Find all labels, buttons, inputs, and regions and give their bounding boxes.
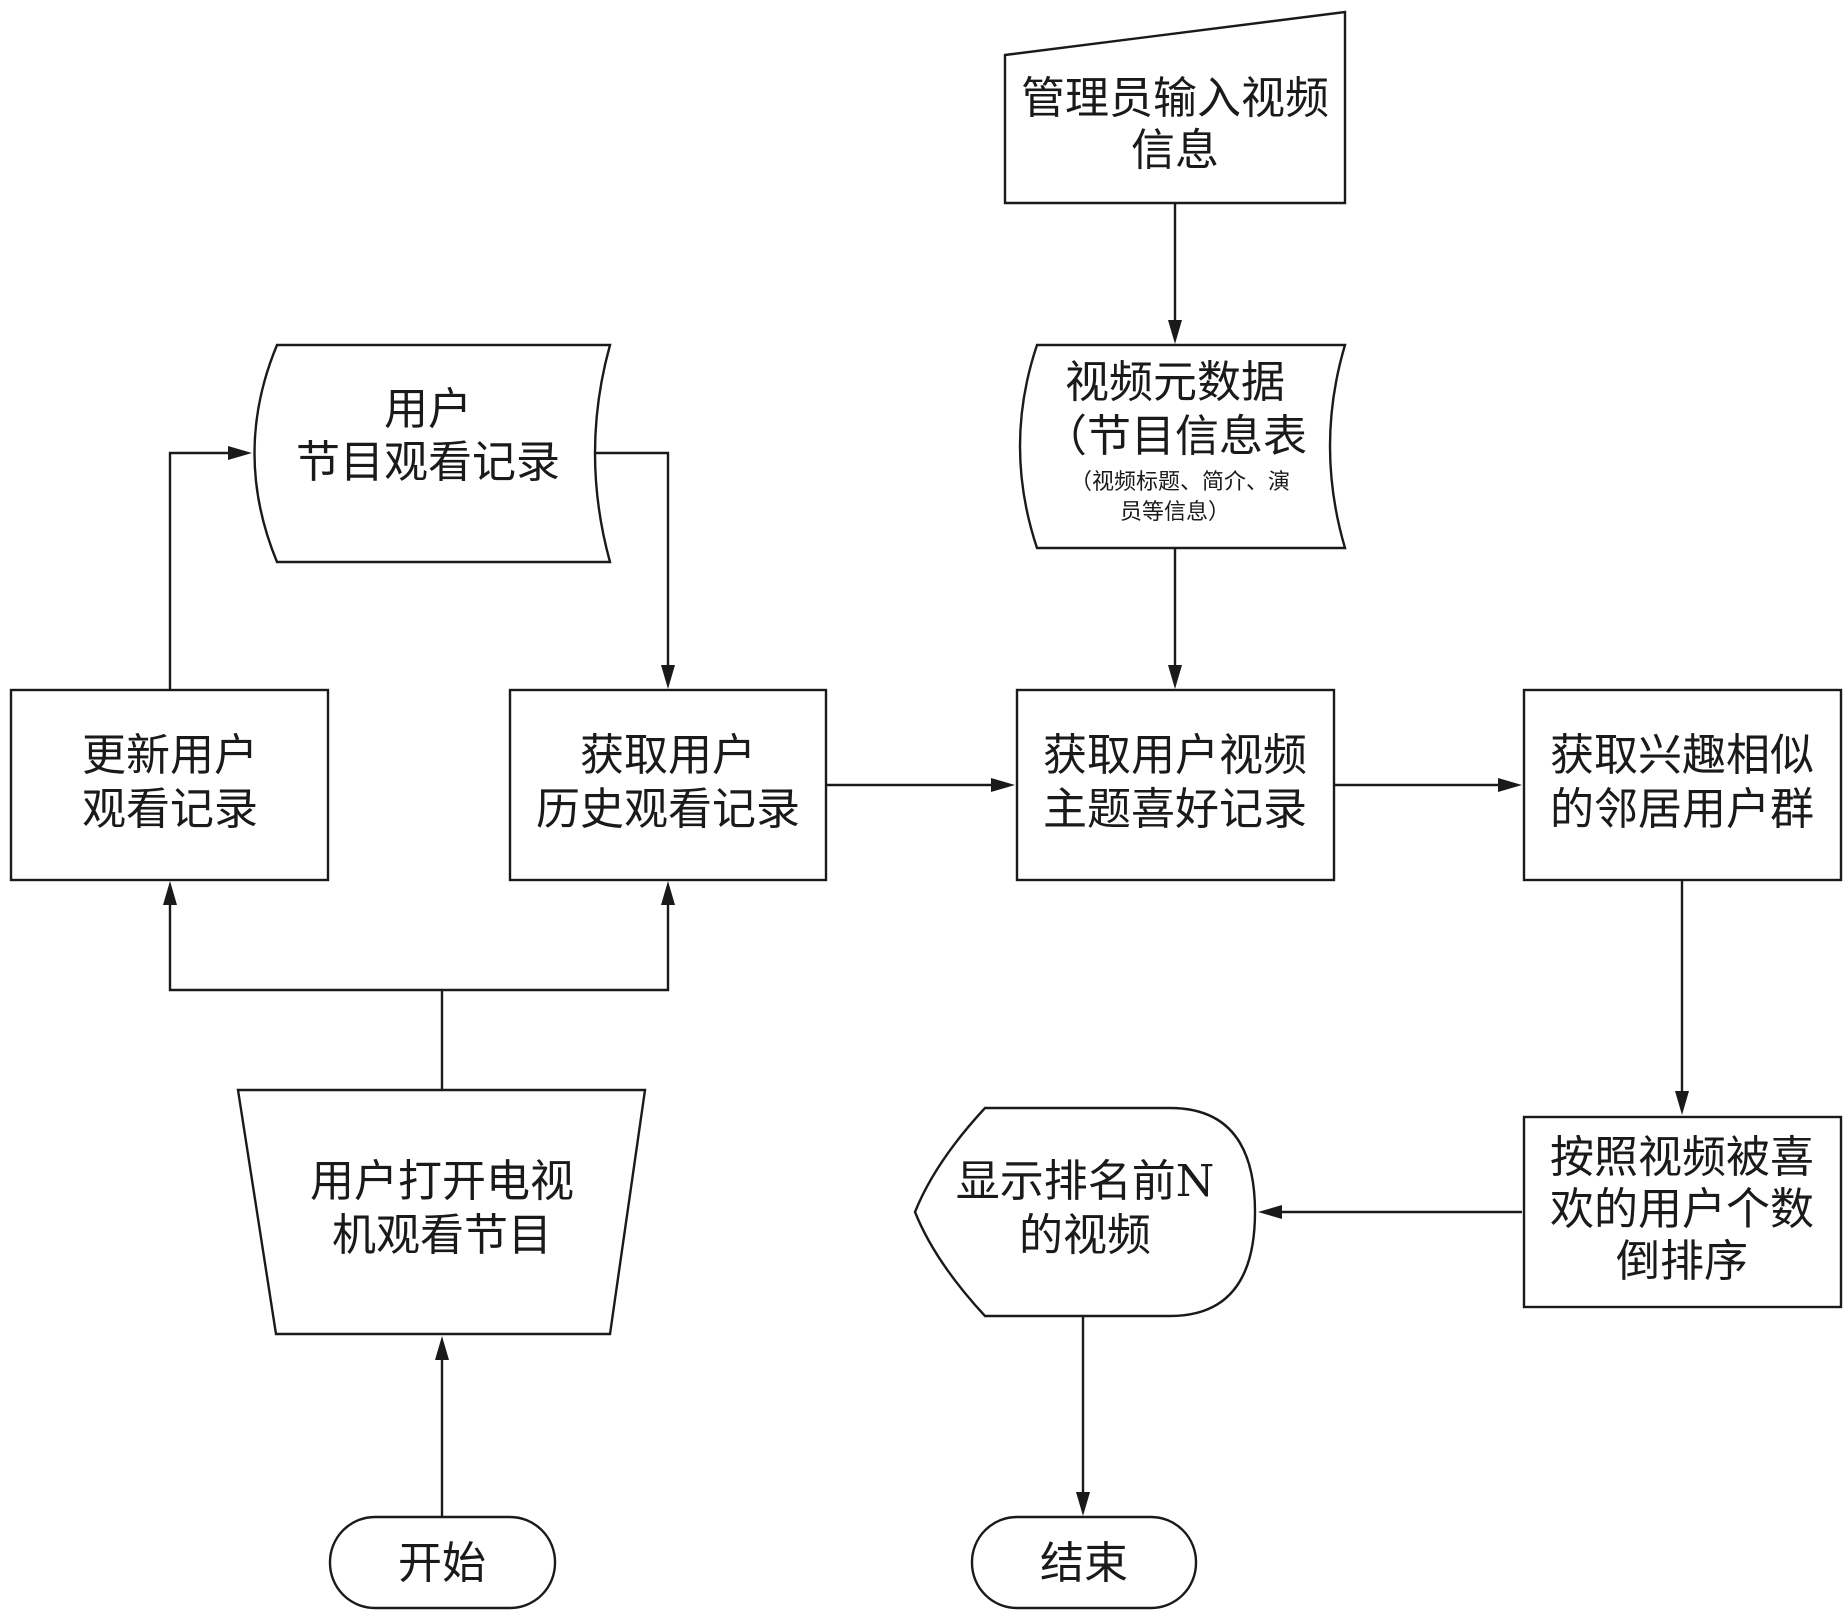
admin-input-line-2: 信息 <box>1131 125 1219 176</box>
arrowhead <box>1498 778 1522 792</box>
node-end: 结束 <box>972 1517 1196 1608</box>
get-neighbors-line-1: 获取兴趣相似 <box>1550 730 1814 781</box>
admin-input-line-1: 管理员输入视频 <box>1021 73 1329 124</box>
get-neighbors-line-2: 的邻居用户群 <box>1550 784 1814 835</box>
sort-line-2: 欢的用户个数 <box>1550 1184 1814 1235</box>
arrowhead <box>1168 665 1182 689</box>
metadata-line-1: 视频元数据 <box>1065 357 1285 408</box>
arrowhead <box>1076 1492 1090 1516</box>
sort-line-3: 倒排序 <box>1616 1236 1748 1287</box>
sort-line-1: 按照视频被喜 <box>1550 1132 1814 1183</box>
arrowhead <box>661 665 675 689</box>
update-record-line-2: 观看记录 <box>82 784 258 835</box>
node-user-record-store: 用户 节目观看记录 <box>255 345 611 562</box>
metadata-sub-line-1: （视频标题、简介、演 <box>1070 470 1290 495</box>
node-metadata-table: 视频元数据 （节目信息表 （视频标题、简介、演 员等信息） <box>1020 345 1345 548</box>
arrowhead <box>661 881 675 905</box>
get-preference-line-1: 获取用户视频 <box>1043 730 1307 781</box>
node-display-top: 显示排名前N 的视频 <box>915 1108 1255 1316</box>
node-update-record: 更新用户 观看记录 <box>11 690 328 880</box>
node-sort-videos: 按照视频被喜 欢的用户个数 倒排序 <box>1524 1117 1841 1307</box>
user-record-line-1: 用户 <box>384 384 472 435</box>
arrowhead <box>228 446 252 460</box>
arrowhead <box>1258 1205 1282 1219</box>
arrowhead <box>1675 1091 1689 1115</box>
end-label: 结束 <box>1040 1538 1128 1589</box>
get-preference-line-2: 主题喜好记录 <box>1043 784 1307 835</box>
arrowhead <box>435 1336 449 1360</box>
display-line-2: 的视频 <box>1019 1210 1151 1261</box>
open-tv-line-2: 机观看节目 <box>332 1210 552 1261</box>
update-record-line-1: 更新用户 <box>82 730 258 781</box>
node-admin-input: 管理员输入视频 信息 <box>1005 12 1345 203</box>
user-record-line-2: 节目观看记录 <box>296 437 560 488</box>
edge-opentv-to-update <box>170 903 442 990</box>
edge-opentv-to-history <box>442 903 668 990</box>
arrowhead <box>163 881 177 905</box>
arrowhead <box>1168 320 1182 344</box>
open-tv-line-1: 用户打开电视 <box>310 1156 574 1207</box>
start-label: 开始 <box>398 1538 486 1589</box>
get-history-line-1: 获取用户 <box>580 730 756 781</box>
node-get-neighbors: 获取兴趣相似 的邻居用户群 <box>1524 690 1841 880</box>
node-get-history: 获取用户 历史观看记录 <box>510 690 826 880</box>
node-open-tv: 用户打开电视 机观看节目 <box>238 1090 645 1334</box>
display-line-1: 显示排名前N <box>956 1156 1215 1207</box>
edge-update-to-store <box>170 453 230 690</box>
get-history-line-2: 历史观看记录 <box>536 784 800 835</box>
metadata-line-2: （节目信息表 <box>1043 411 1307 462</box>
node-start: 开始 <box>330 1517 555 1608</box>
node-get-preference: 获取用户视频 主题喜好记录 <box>1017 690 1334 880</box>
arrowhead <box>991 778 1015 792</box>
metadata-sub-line-2: 员等信息） <box>1120 500 1230 525</box>
